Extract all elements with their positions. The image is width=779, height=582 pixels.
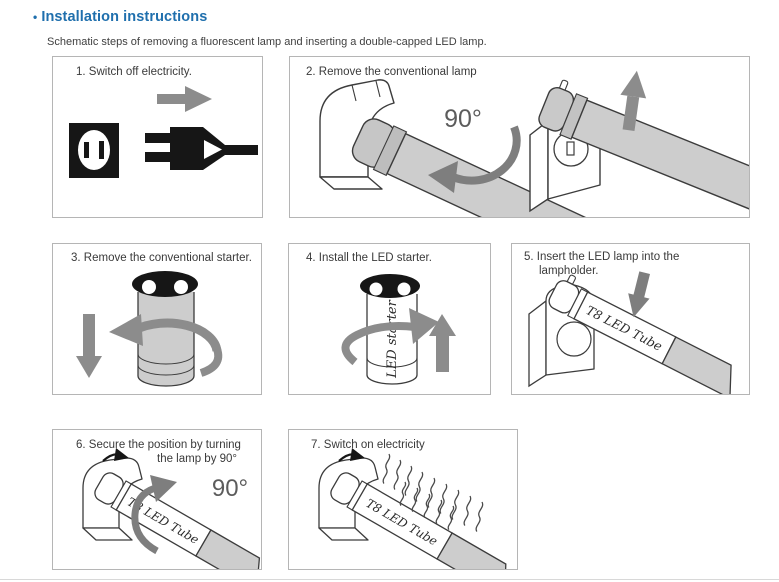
step7-panel: 7. Switch on electricity T8 LED Tube bbox=[288, 429, 518, 570]
led-starter-icon: LED starter bbox=[360, 274, 420, 385]
small-rotate-arrow-icon bbox=[102, 448, 129, 462]
step3-label: 3. Remove the conventional starter. bbox=[71, 252, 252, 264]
light-rays-icon bbox=[382, 453, 484, 532]
step3-diagram bbox=[76, 271, 223, 387]
step4-panel: 4. Install the LED starter. LED starter bbox=[288, 243, 491, 395]
title-bullet: • bbox=[33, 10, 38, 24]
step4-diagram: LED starter bbox=[341, 274, 456, 385]
power-outlet-icon bbox=[69, 123, 119, 178]
step6-label-line1: 6. Secure the position by turning bbox=[76, 439, 241, 451]
plug-icon bbox=[145, 127, 258, 170]
page-subtitle: Schematic steps of removing a fluorescen… bbox=[47, 36, 487, 48]
step7-diagram: T8 LED Tube bbox=[318, 448, 507, 569]
page-title: •Installation instructions bbox=[33, 9, 207, 25]
starter-cylinder-icon bbox=[132, 271, 198, 387]
step4-label: 4. Install the LED starter. bbox=[306, 252, 432, 264]
step6-panel: 6. Secure the position by turning the la… bbox=[52, 429, 262, 570]
rotate-arrow-icon bbox=[131, 475, 177, 555]
step2-panel: 2. Remove the conventional lamp 90° bbox=[289, 56, 750, 218]
step7-label: 7. Switch on electricity bbox=[311, 439, 425, 451]
step6-label-line2: the lamp by 90° bbox=[157, 453, 238, 465]
arrow-down-icon bbox=[628, 271, 651, 318]
step3-panel: 3. Remove the conventional starter. bbox=[52, 243, 262, 395]
step5-label-line1: 5. Insert the LED lamp into the bbox=[524, 251, 680, 263]
rotate-arrow-icon bbox=[428, 125, 521, 193]
led-starter-label: LED starter bbox=[385, 299, 400, 378]
arrow-right-icon bbox=[157, 86, 212, 112]
step5-panel: 5. Insert the LED lamp into the lamphold… bbox=[511, 243, 750, 395]
step1-label: 1. Switch off electricity. bbox=[76, 66, 192, 78]
rotate-right-arrow-icon bbox=[341, 308, 439, 366]
page-title-text: Installation instructions bbox=[41, 9, 208, 25]
step2-label: 2. Remove the conventional lamp bbox=[306, 66, 477, 78]
step6-diagram: T8 LED Tube 90° bbox=[82, 448, 261, 569]
rotate-left-arrow-icon bbox=[109, 314, 223, 377]
lampholder-icon bbox=[319, 79, 395, 190]
step1-panel: 1. Switch off electricity. bbox=[52, 56, 263, 218]
step5-diagram: T8 LED Tube bbox=[528, 271, 732, 394]
small-rotate-arrow-icon bbox=[338, 448, 365, 462]
arrow-down-icon bbox=[76, 314, 102, 378]
fluorescent-tube bbox=[538, 79, 749, 217]
arrow-up-icon bbox=[429, 314, 456, 372]
led-tube: T8 LED Tube bbox=[330, 472, 507, 569]
rotation-annotation: 90° bbox=[212, 475, 248, 502]
arrow-up-icon bbox=[620, 70, 647, 132]
step1-diagram bbox=[69, 86, 258, 178]
page-bottom-divider bbox=[0, 579, 779, 580]
step2-diagram: 90° bbox=[319, 70, 749, 217]
step5-label-line2: lampholder. bbox=[539, 265, 599, 277]
rotation-annotation: 90° bbox=[444, 105, 482, 133]
